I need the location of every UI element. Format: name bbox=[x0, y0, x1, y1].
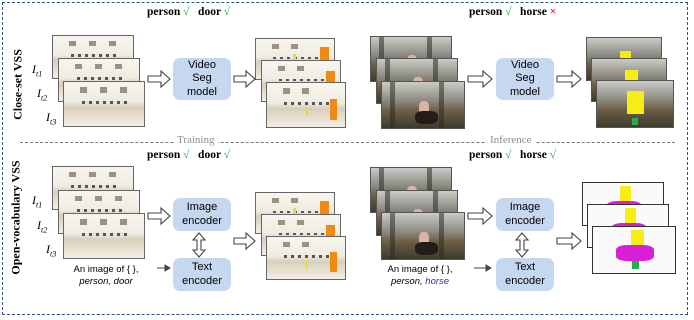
status-bottom-left: person √ door √ bbox=[147, 149, 231, 161]
separator-inference: Inference bbox=[487, 134, 535, 146]
arrow-right-bidirectional bbox=[514, 232, 530, 258]
mask-output-frame-3 bbox=[592, 226, 676, 274]
horse-frame-b3 bbox=[381, 212, 465, 260]
frame-label-t1-bottom: It1 bbox=[32, 193, 43, 210]
frame-label-t3-top: It3 bbox=[46, 110, 57, 127]
room-output-frame-b3 bbox=[266, 236, 346, 280]
separator-training: Training bbox=[174, 134, 218, 146]
section-divider bbox=[20, 142, 675, 143]
status-bottom-right: person √ horse √ bbox=[469, 149, 557, 161]
arrow-bottom-right-out bbox=[556, 231, 582, 251]
frame-label-t2-bottom: It2 bbox=[37, 218, 48, 235]
room-frame-3 bbox=[63, 81, 145, 127]
horse-frame-3 bbox=[381, 81, 465, 129]
frame-label-t1-top: It1 bbox=[32, 62, 43, 79]
status-top-left: person √ door √ bbox=[147, 6, 231, 18]
arrow-bottom-right-img bbox=[467, 206, 493, 226]
arrow-top-left-in bbox=[147, 69, 171, 89]
room-output-frame-3 bbox=[266, 82, 346, 128]
text-prompt-right: An image of { }, person, horse bbox=[387, 264, 453, 287]
status-top-right: person √ horse × bbox=[469, 6, 557, 18]
horse-output-frame-3 bbox=[596, 80, 674, 128]
text-prompt-left: An image of { }, person, door bbox=[73, 264, 139, 287]
arrow-top-right-out bbox=[556, 69, 582, 89]
arrow-top-left-out bbox=[233, 69, 256, 89]
arrow-bottom-left-img bbox=[147, 206, 171, 226]
arrow-top-right-in bbox=[467, 69, 493, 89]
room-frame-b3 bbox=[63, 213, 145, 259]
frame-label-t2-top: It2 bbox=[37, 86, 48, 103]
figure-frame bbox=[2, 2, 688, 315]
arrow-left-bidirectional bbox=[191, 232, 207, 258]
arrow-bottom-left-out bbox=[233, 231, 256, 251]
frame-label-t3-bottom: It3 bbox=[46, 242, 57, 259]
